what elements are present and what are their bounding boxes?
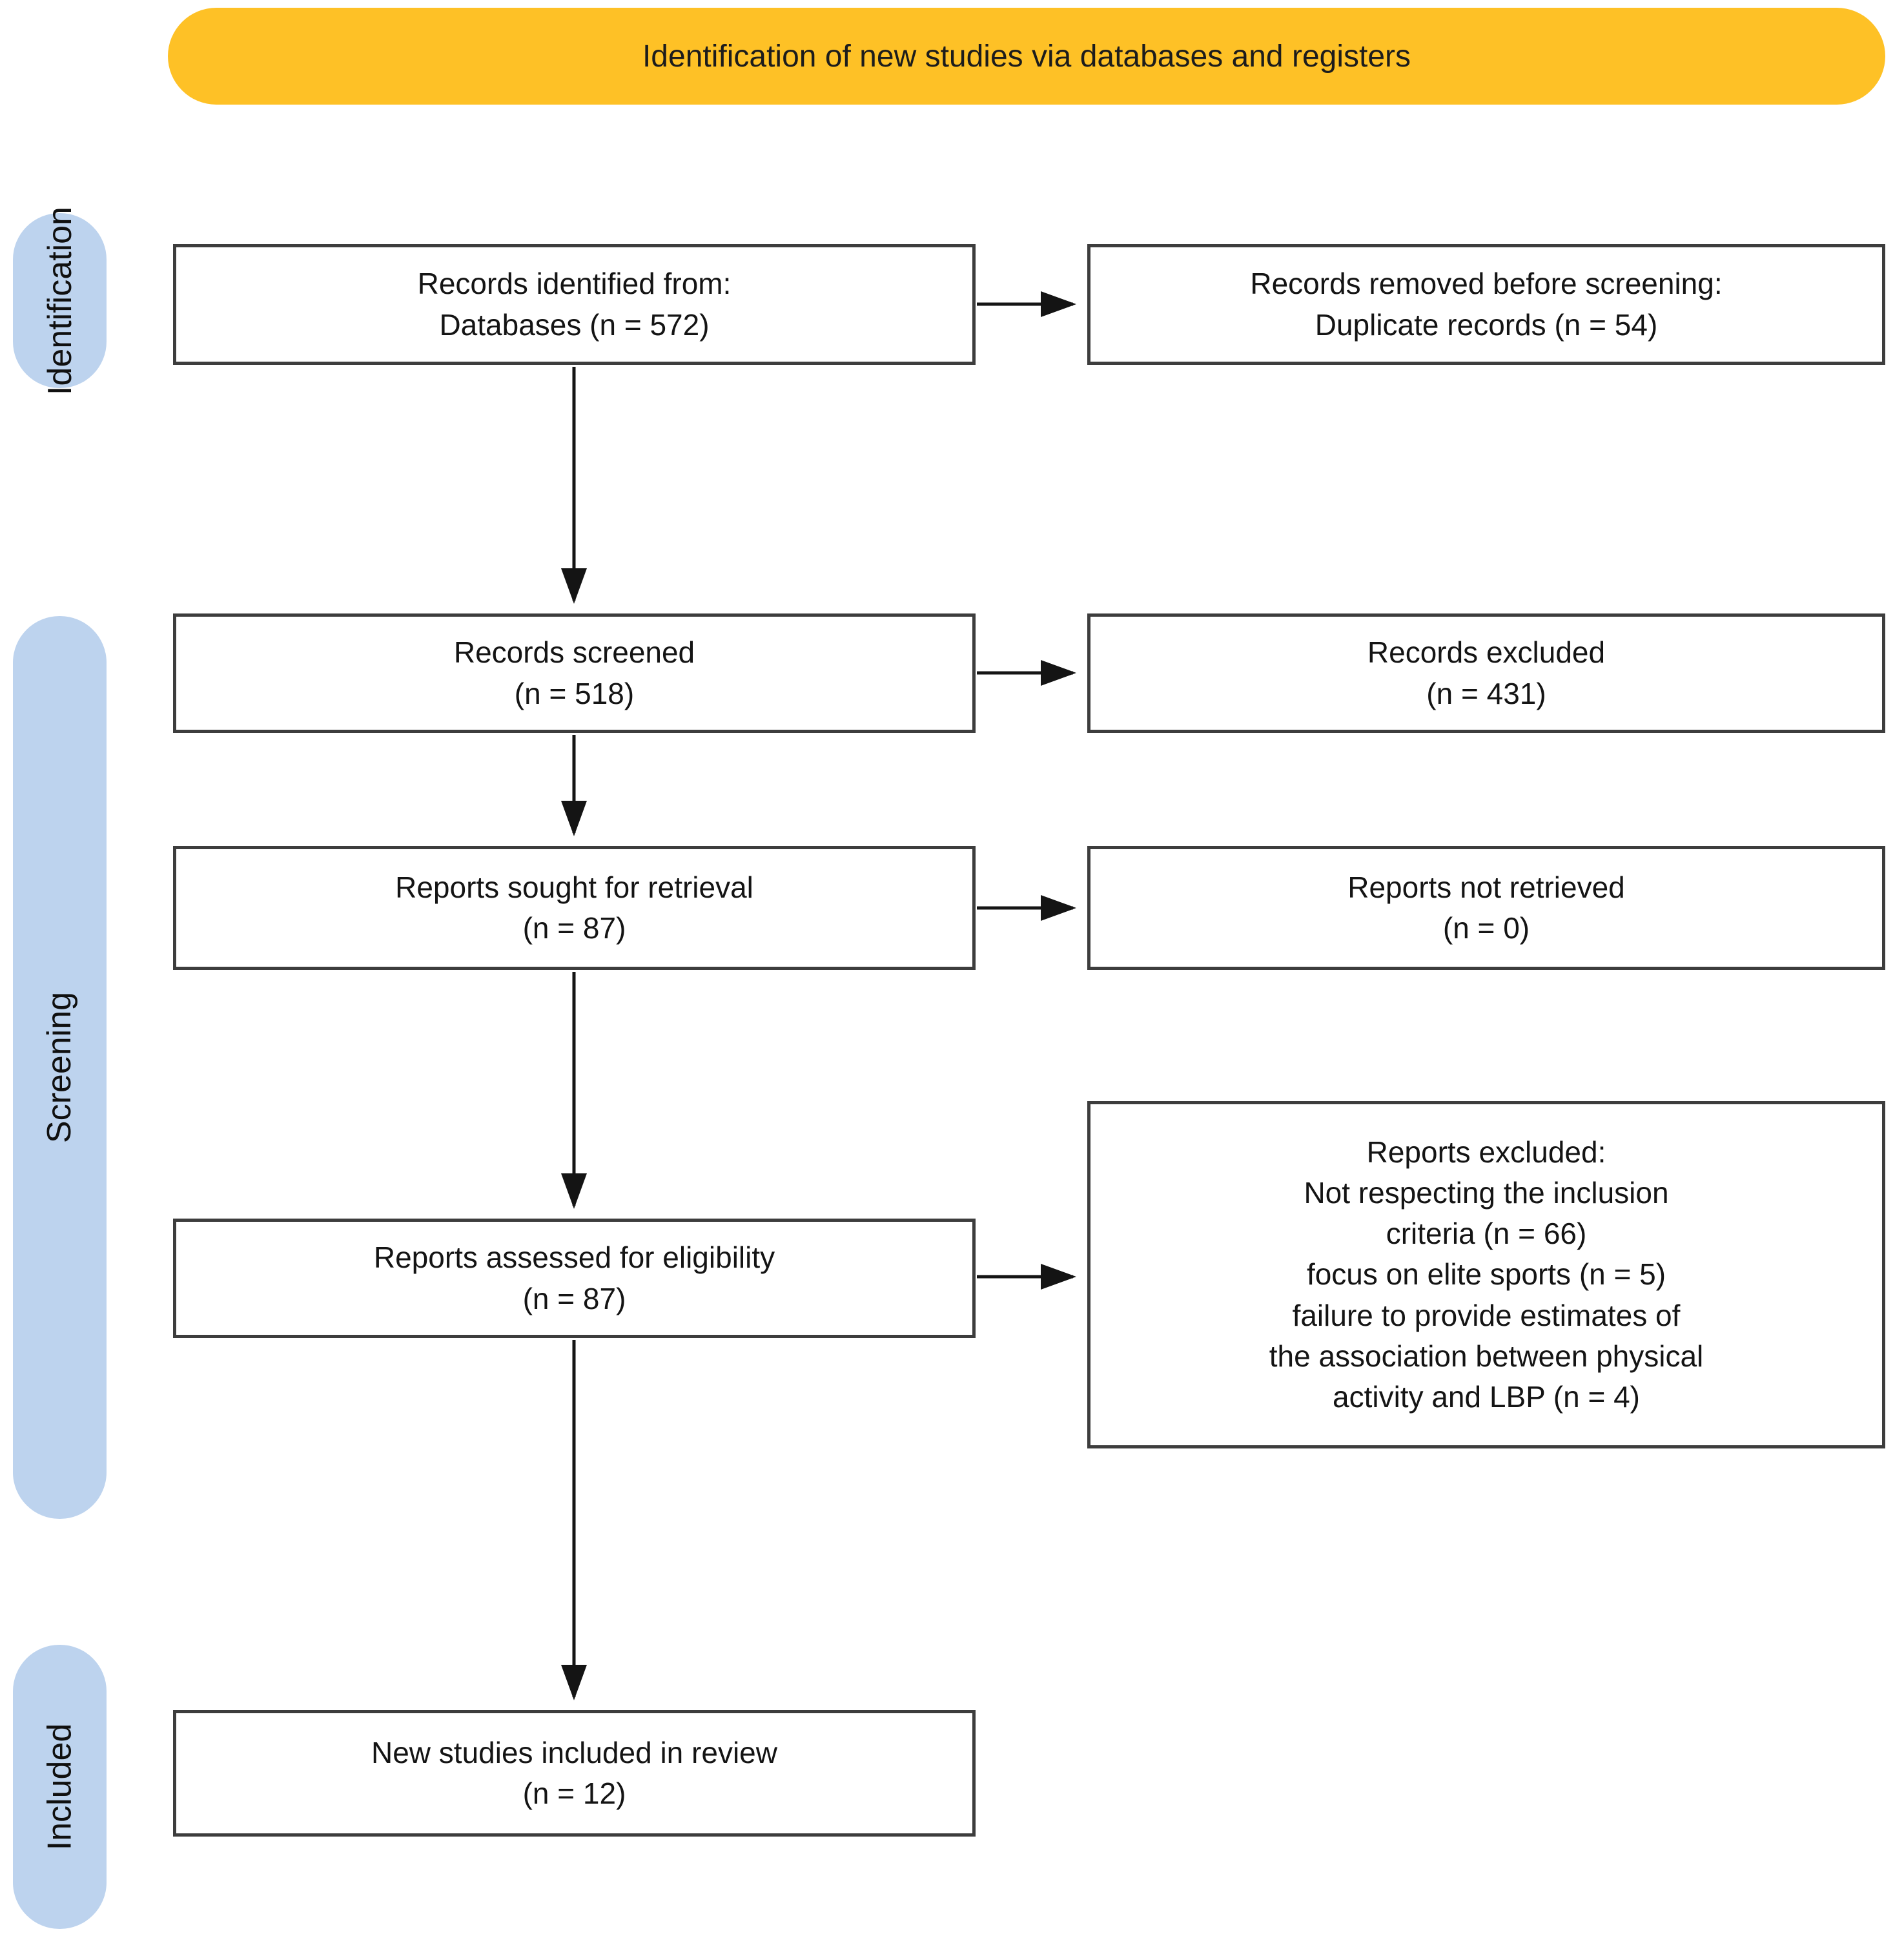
box-text-line: Reports not retrieved: [1347, 870, 1625, 904]
box-text-line: Reports assessed for eligibility: [373, 1241, 775, 1275]
box-text-line: Databases (n = 572): [439, 307, 710, 342]
box-text-line: New studies included in review: [371, 1735, 777, 1769]
stage-pill-included: Included: [13, 1645, 107, 1929]
box-new-studies-included: New studies included in review (n = 12): [173, 1710, 976, 1837]
box-text-line: (n = 87): [522, 1281, 626, 1315]
box-text-line: Reports excluded:: [1366, 1135, 1606, 1169]
box-text-line: (n = 431): [1426, 676, 1546, 710]
stage-label-identification: Identification: [41, 206, 79, 395]
box-text-line: focus on elite sports (n = 5): [1306, 1257, 1666, 1292]
box-text-line: Reports sought for retrieval: [395, 870, 753, 904]
stage-label-screening: Screening: [41, 991, 79, 1144]
box-text-line: Duplicate records (n = 54): [1315, 307, 1658, 342]
box-text-line: (n = 0): [1442, 911, 1530, 945]
box-records-screened: Records screened (n = 518): [173, 613, 976, 733]
box-text-line: Not respecting the inclusion: [1304, 1176, 1669, 1210]
box-records-excluded: Records excluded (n = 431): [1087, 613, 1885, 733]
box-text-line: (n = 87): [522, 911, 626, 945]
box-reports-not-retrieved: Reports not retrieved (n = 0): [1087, 846, 1885, 970]
title-banner-label: Identification of new studies via databa…: [642, 39, 1411, 74]
box-reports-sought: Reports sought for retrieval (n = 87): [173, 846, 976, 970]
box-records-identified: Records identified from: Databases (n = …: [173, 244, 976, 365]
box-reports-assessed: Reports assessed for eligibility (n = 87…: [173, 1219, 976, 1338]
title-banner: Identification of new studies via databa…: [168, 8, 1885, 105]
box-text-line: Records identified from:: [417, 267, 732, 301]
box-text-line: failure to provide estimates of: [1292, 1298, 1681, 1332]
box-text-line: Records screened: [453, 635, 695, 670]
box-text-line: Records removed before screening:: [1250, 267, 1723, 301]
box-reports-excluded: Reports excluded: Not respecting the inc…: [1087, 1101, 1885, 1448]
box-text-line: (n = 518): [514, 676, 635, 710]
stage-label-included: Included: [41, 1723, 79, 1851]
box-records-removed: Records removed before screening: Duplic…: [1087, 244, 1885, 365]
box-text-line: the association between physical: [1269, 1339, 1704, 1373]
box-text-line: criteria (n = 66): [1386, 1217, 1587, 1251]
box-text-line: Records excluded: [1367, 635, 1606, 670]
stage-pill-identification: Identification: [13, 207, 107, 395]
box-text-line: (n = 12): [522, 1777, 626, 1810]
box-text-line: activity and LBP (n = 4): [1332, 1379, 1640, 1414]
stage-pill-screening: Screening: [13, 616, 107, 1519]
